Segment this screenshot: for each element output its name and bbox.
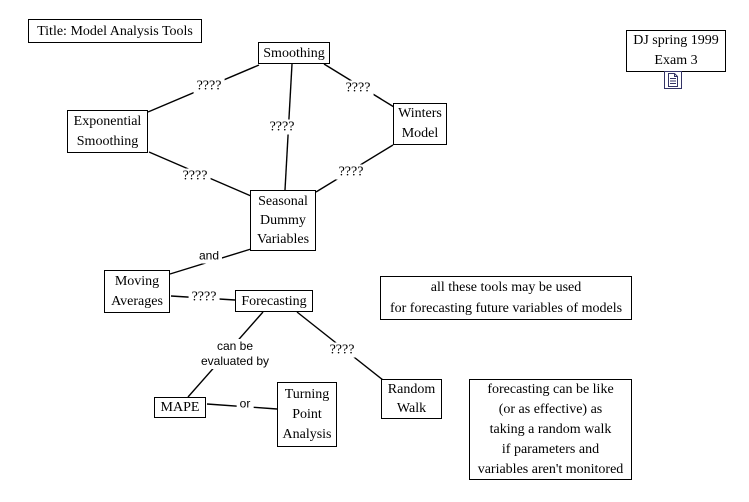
node-random-walk[interactable]: Random Walk (381, 379, 442, 419)
note-box-random-walk[interactable]: forecasting can be like (or as effective… (469, 379, 632, 480)
link-label-smoothing-exponential[interactable]: ???? (193, 78, 225, 94)
credit-line-2: Exam 3 (654, 53, 698, 68)
diagram-title-box[interactable]: Title: Model Analysis Tools (28, 19, 202, 43)
node-mape[interactable]: MAPE (154, 397, 206, 418)
node-turning-point-analysis[interactable]: Turning Point Analysis (277, 382, 337, 447)
node-smoothing[interactable]: Smoothing (258, 42, 330, 64)
link-label-mape-turning[interactable]: or (236, 396, 254, 412)
link-label-exponential-seasonal[interactable]: ???? (179, 168, 211, 184)
diagram-title-text: Title: Model Analysis Tools (37, 23, 193, 39)
link-label-smoothing-winters[interactable]: ???? (342, 80, 374, 96)
credit-line-1: DJ spring 1999 (633, 33, 719, 48)
link-label-smoothing-seasonal[interactable]: ???? (266, 119, 298, 135)
link-label-moving-forecasting[interactable]: ???? (188, 289, 220, 305)
link-label-seasonal-moving[interactable]: and (195, 248, 223, 264)
link-label-winters-seasonal[interactable]: ???? (335, 164, 367, 180)
link-label-forecasting-mape[interactable]: can be evaluated by (197, 339, 273, 369)
node-forecasting[interactable]: Forecasting (235, 290, 313, 312)
node-moving-averages[interactable]: Moving Averages (104, 270, 170, 313)
note-icon[interactable] (664, 71, 682, 89)
note-box-tools[interactable]: all these tools may be used for forecast… (380, 276, 632, 320)
link-label-forecasting-random[interactable]: ???? (326, 342, 358, 358)
node-winters-model[interactable]: Winters Model (393, 103, 447, 145)
credit-box[interactable]: DJ spring 1999 Exam 3 (626, 30, 726, 72)
node-seasonal-dummy-variables[interactable]: Seasonal Dummy Variables (250, 190, 316, 251)
node-exponential-smoothing[interactable]: Exponential Smoothing (67, 110, 148, 153)
